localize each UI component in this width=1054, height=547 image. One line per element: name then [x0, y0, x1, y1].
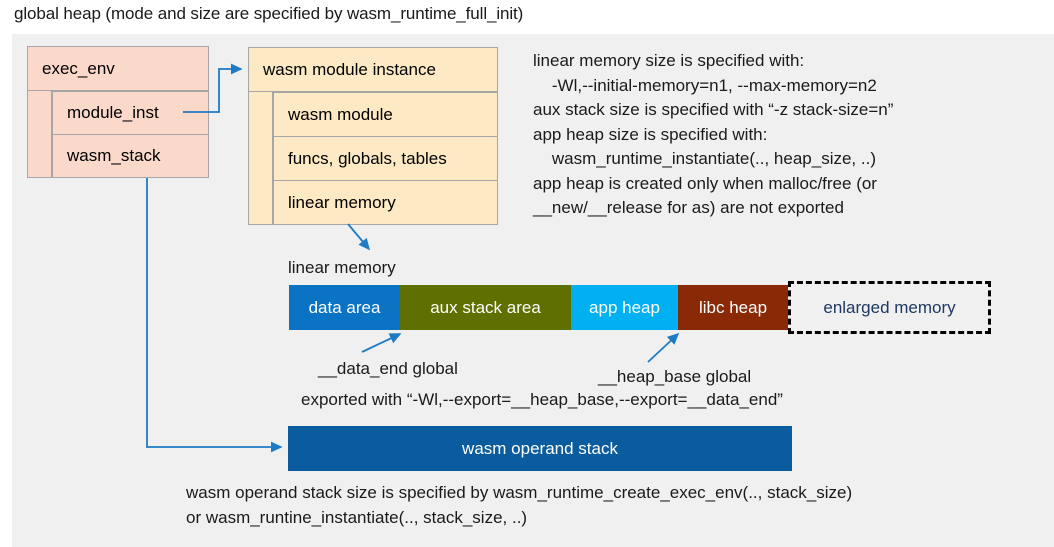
exec-env-group: exec_env module_inst wasm_stack [27, 46, 209, 178]
row-funcs-globals-tables: funcs, globals, tables [273, 136, 498, 181]
wasm-stack-label: wasm_stack [67, 146, 161, 165]
linear-memory-caption: linear memory [288, 258, 396, 277]
wasm-operand-stack-box: wasm operand stack [288, 426, 792, 471]
wasm-operand-stack-label: wasm operand stack [462, 438, 618, 458]
memory-segment-aux-stack-area-label: aux stack area [430, 297, 541, 317]
memory-segment-app-heap: app heap [571, 285, 678, 330]
annotation-heap-base: __heap_base global [598, 367, 752, 386]
memory-segment-enlarged-memory: enlarged memory [788, 281, 991, 334]
notes-linear-memory-config: linear memory size is specified with: -W… [533, 51, 894, 217]
exec-env-label: exec_env [42, 58, 115, 78]
funcs-globals-tables-label: funcs, globals, tables [288, 148, 447, 168]
memory-segment-data-area-label: data area [308, 297, 381, 317]
memory-segment-data-area: data area [289, 285, 400, 330]
memory-segment-libc-heap-label: libc heap [698, 297, 768, 317]
exec-env-row-module-inst: module_inst [52, 91, 209, 135]
wasm-module-instance-gutter [248, 92, 273, 225]
annotation-data-end: __data_end global [318, 359, 458, 378]
wasm-module-instance-group: wasm module instance wasm module funcs, … [248, 47, 498, 225]
linear-memory-label: linear memory [288, 192, 396, 212]
row-linear-memory: linear memory [273, 180, 498, 225]
memory-segment-aux-stack-area: aux stack area [400, 285, 571, 330]
memory-segment-libc-heap: libc heap [678, 285, 788, 330]
exec-env-gutter [27, 91, 52, 178]
notes-operand-stack-config: wasm operand stack size is specified by … [186, 483, 853, 527]
exec-env-row-wasm-stack: wasm_stack [52, 134, 209, 178]
annotation-exported-with: exported with “-Wl,--export=__heap_base,… [301, 390, 783, 409]
exec-env-header: exec_env [27, 46, 209, 91]
page-title: global heap (mode and size are specified… [14, 4, 524, 23]
memory-segment-app-heap-label: app heap [589, 297, 660, 317]
row-wasm-module: wasm module [273, 92, 498, 137]
wasm-module-label: wasm module [288, 104, 393, 124]
memory-segment-enlarged-memory-label: enlarged memory [823, 297, 956, 317]
module-inst-label: module_inst [67, 103, 159, 122]
wasm-module-instance-header: wasm module instance [248, 47, 498, 92]
wasm-module-instance-label: wasm module instance [263, 59, 436, 79]
